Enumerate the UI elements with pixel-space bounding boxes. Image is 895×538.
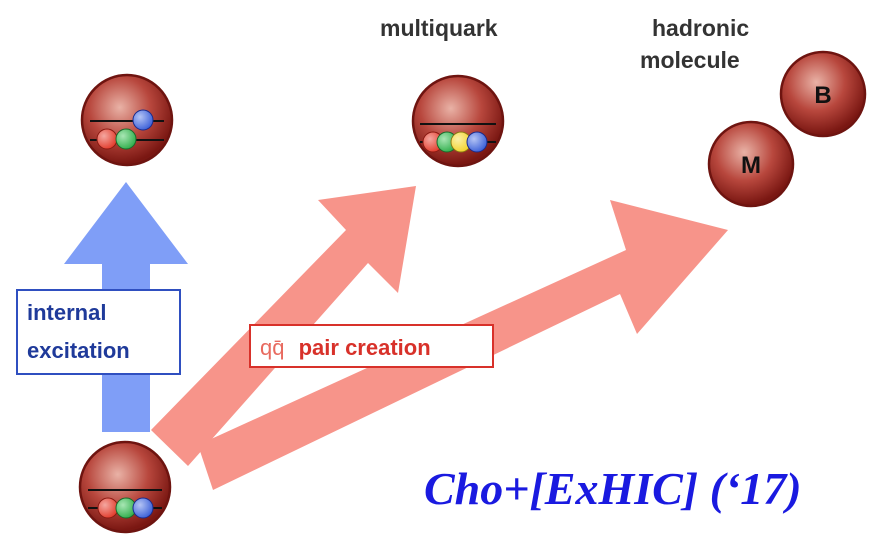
hadron-sphere-icon — [411, 74, 505, 168]
baryon-label: B — [814, 82, 831, 109]
internal-label-line1: internal — [27, 300, 106, 325]
excited-baryon — [80, 73, 174, 167]
baryon-sphere-icon — [779, 50, 867, 138]
hadronic-label-line2: molecule — [640, 47, 740, 73]
pair-symbol: qq̄ — [260, 335, 284, 360]
pair-creation-label-box: qq̄ pair creation — [249, 324, 494, 368]
hadronic-label-line1: hadronic — [652, 15, 749, 41]
meson-sphere-icon — [707, 120, 795, 208]
hadron-sphere-icon — [78, 440, 172, 534]
multiquark-hadron — [411, 74, 505, 168]
meson-label: M — [741, 152, 761, 179]
pair-text: pair creation — [299, 335, 431, 360]
multiquark-label: multiquark — [380, 15, 498, 41]
svg-text:qq̄ pair creation: qq̄ pair creation — [260, 335, 431, 360]
quark-ball-icon — [97, 497, 119, 519]
hadronic-molecule: B M — [707, 50, 867, 208]
quark-ball-icon — [96, 128, 118, 150]
internal-excitation-label-box: internal excitation — [16, 289, 181, 375]
ground-baryon — [78, 440, 172, 534]
quark-ball-icon — [115, 128, 137, 150]
quark-ball-icon — [466, 131, 488, 153]
quark-ball-icon — [132, 109, 154, 131]
quark-ball-icon — [132, 497, 154, 519]
internal-label-line2: excitation — [27, 338, 130, 363]
citation: Cho+[ExHIC] (‘17) — [424, 463, 802, 514]
